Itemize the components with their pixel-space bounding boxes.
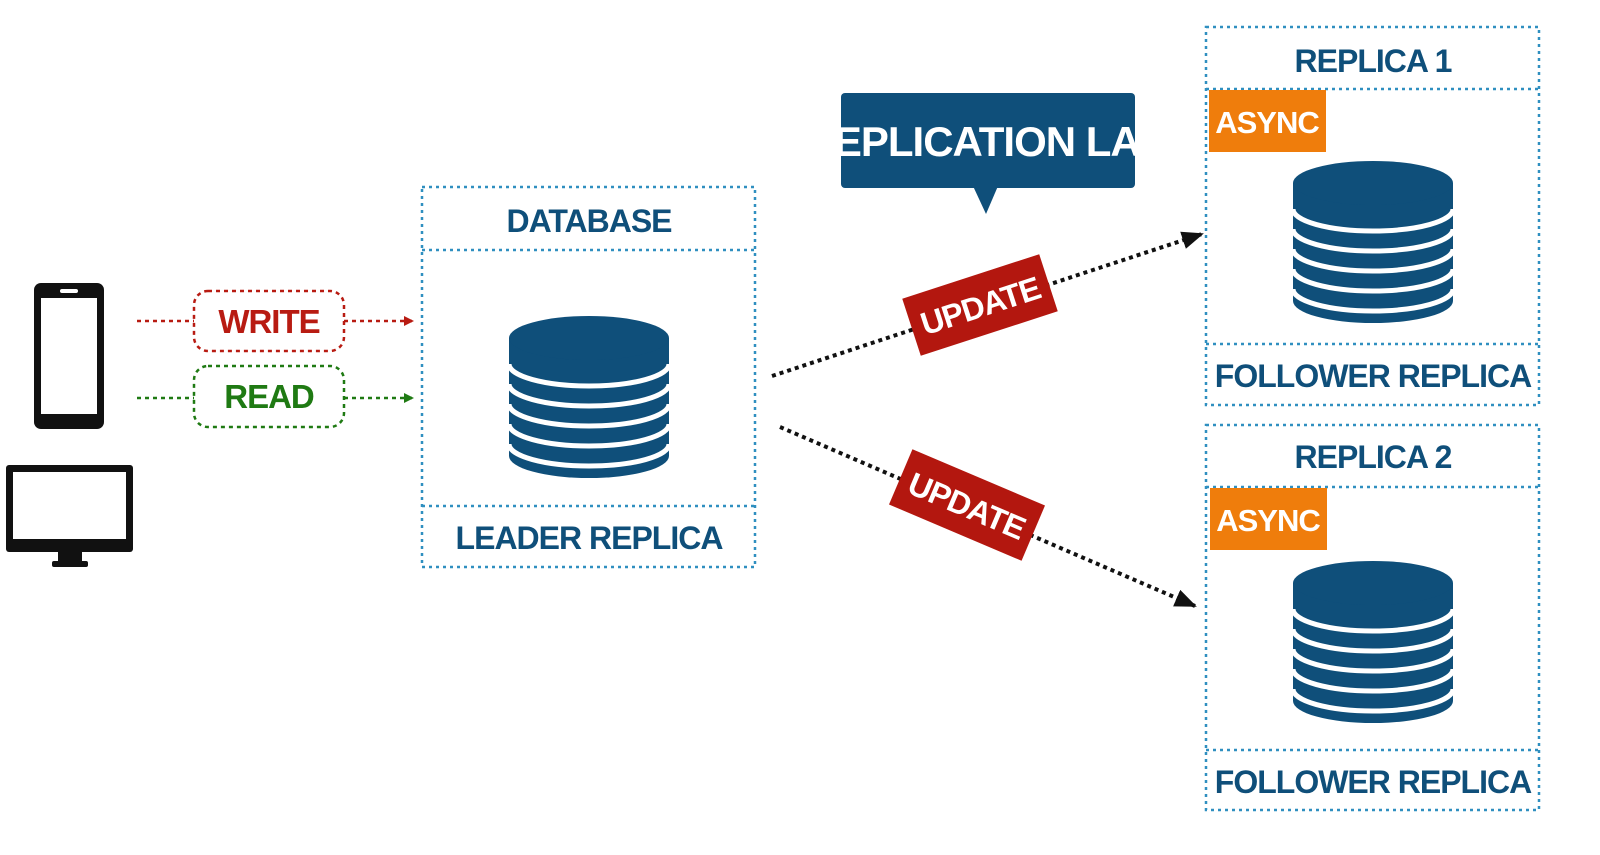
read-label: READ	[224, 378, 314, 415]
replica-2-footer: FOLLOWER REPLICA	[1215, 764, 1532, 800]
async-badge-1	[1209, 90, 1326, 152]
replica-2-box: REPLICA 2 ASYNC FOLLOWER REPLICA	[1204, 423, 1541, 812]
replication-lag-text: REPLICATION LAG	[805, 118, 1172, 165]
read-label-box	[192, 364, 346, 429]
database-cylinder-icon	[1293, 161, 1453, 323]
async-label-1: ASYNC	[1215, 105, 1319, 140]
replica-1-box: REPLICA 1 ASYNC FOLLOWER REPLICA	[1204, 25, 1541, 407]
read-connector: READ	[137, 364, 414, 429]
replica-2-title: REPLICA 2	[1295, 439, 1452, 475]
update-badge-1	[902, 254, 1058, 356]
update-arrow-2: UPDATE	[779, 425, 1197, 608]
leader-footer: LEADER REPLICA	[456, 520, 724, 556]
async-label-2: ASYNC	[1216, 503, 1320, 538]
replica-1-footer: FOLLOWER REPLICA	[1215, 358, 1532, 394]
desktop-monitor-icon	[6, 465, 133, 567]
update-badge-2	[889, 449, 1045, 561]
write-label-box	[192, 289, 346, 353]
async-badge-2	[1210, 488, 1327, 550]
update-arrow-1: UPDATE	[771, 231, 1204, 378]
write-label: WRITE	[218, 303, 319, 340]
smartphone-icon	[34, 283, 104, 429]
replication-lag-callout: REPLICATION LAG	[805, 93, 1172, 214]
leader-title: DATABASE	[506, 203, 672, 239]
leader-database-box: DATABASE LEADER REPLICA	[420, 185, 757, 569]
write-connector: WRITE	[137, 289, 414, 353]
replica-1-title: REPLICA 1	[1295, 43, 1452, 79]
database-cylinder-icon	[509, 316, 669, 478]
database-cylinder-icon	[1293, 561, 1453, 723]
